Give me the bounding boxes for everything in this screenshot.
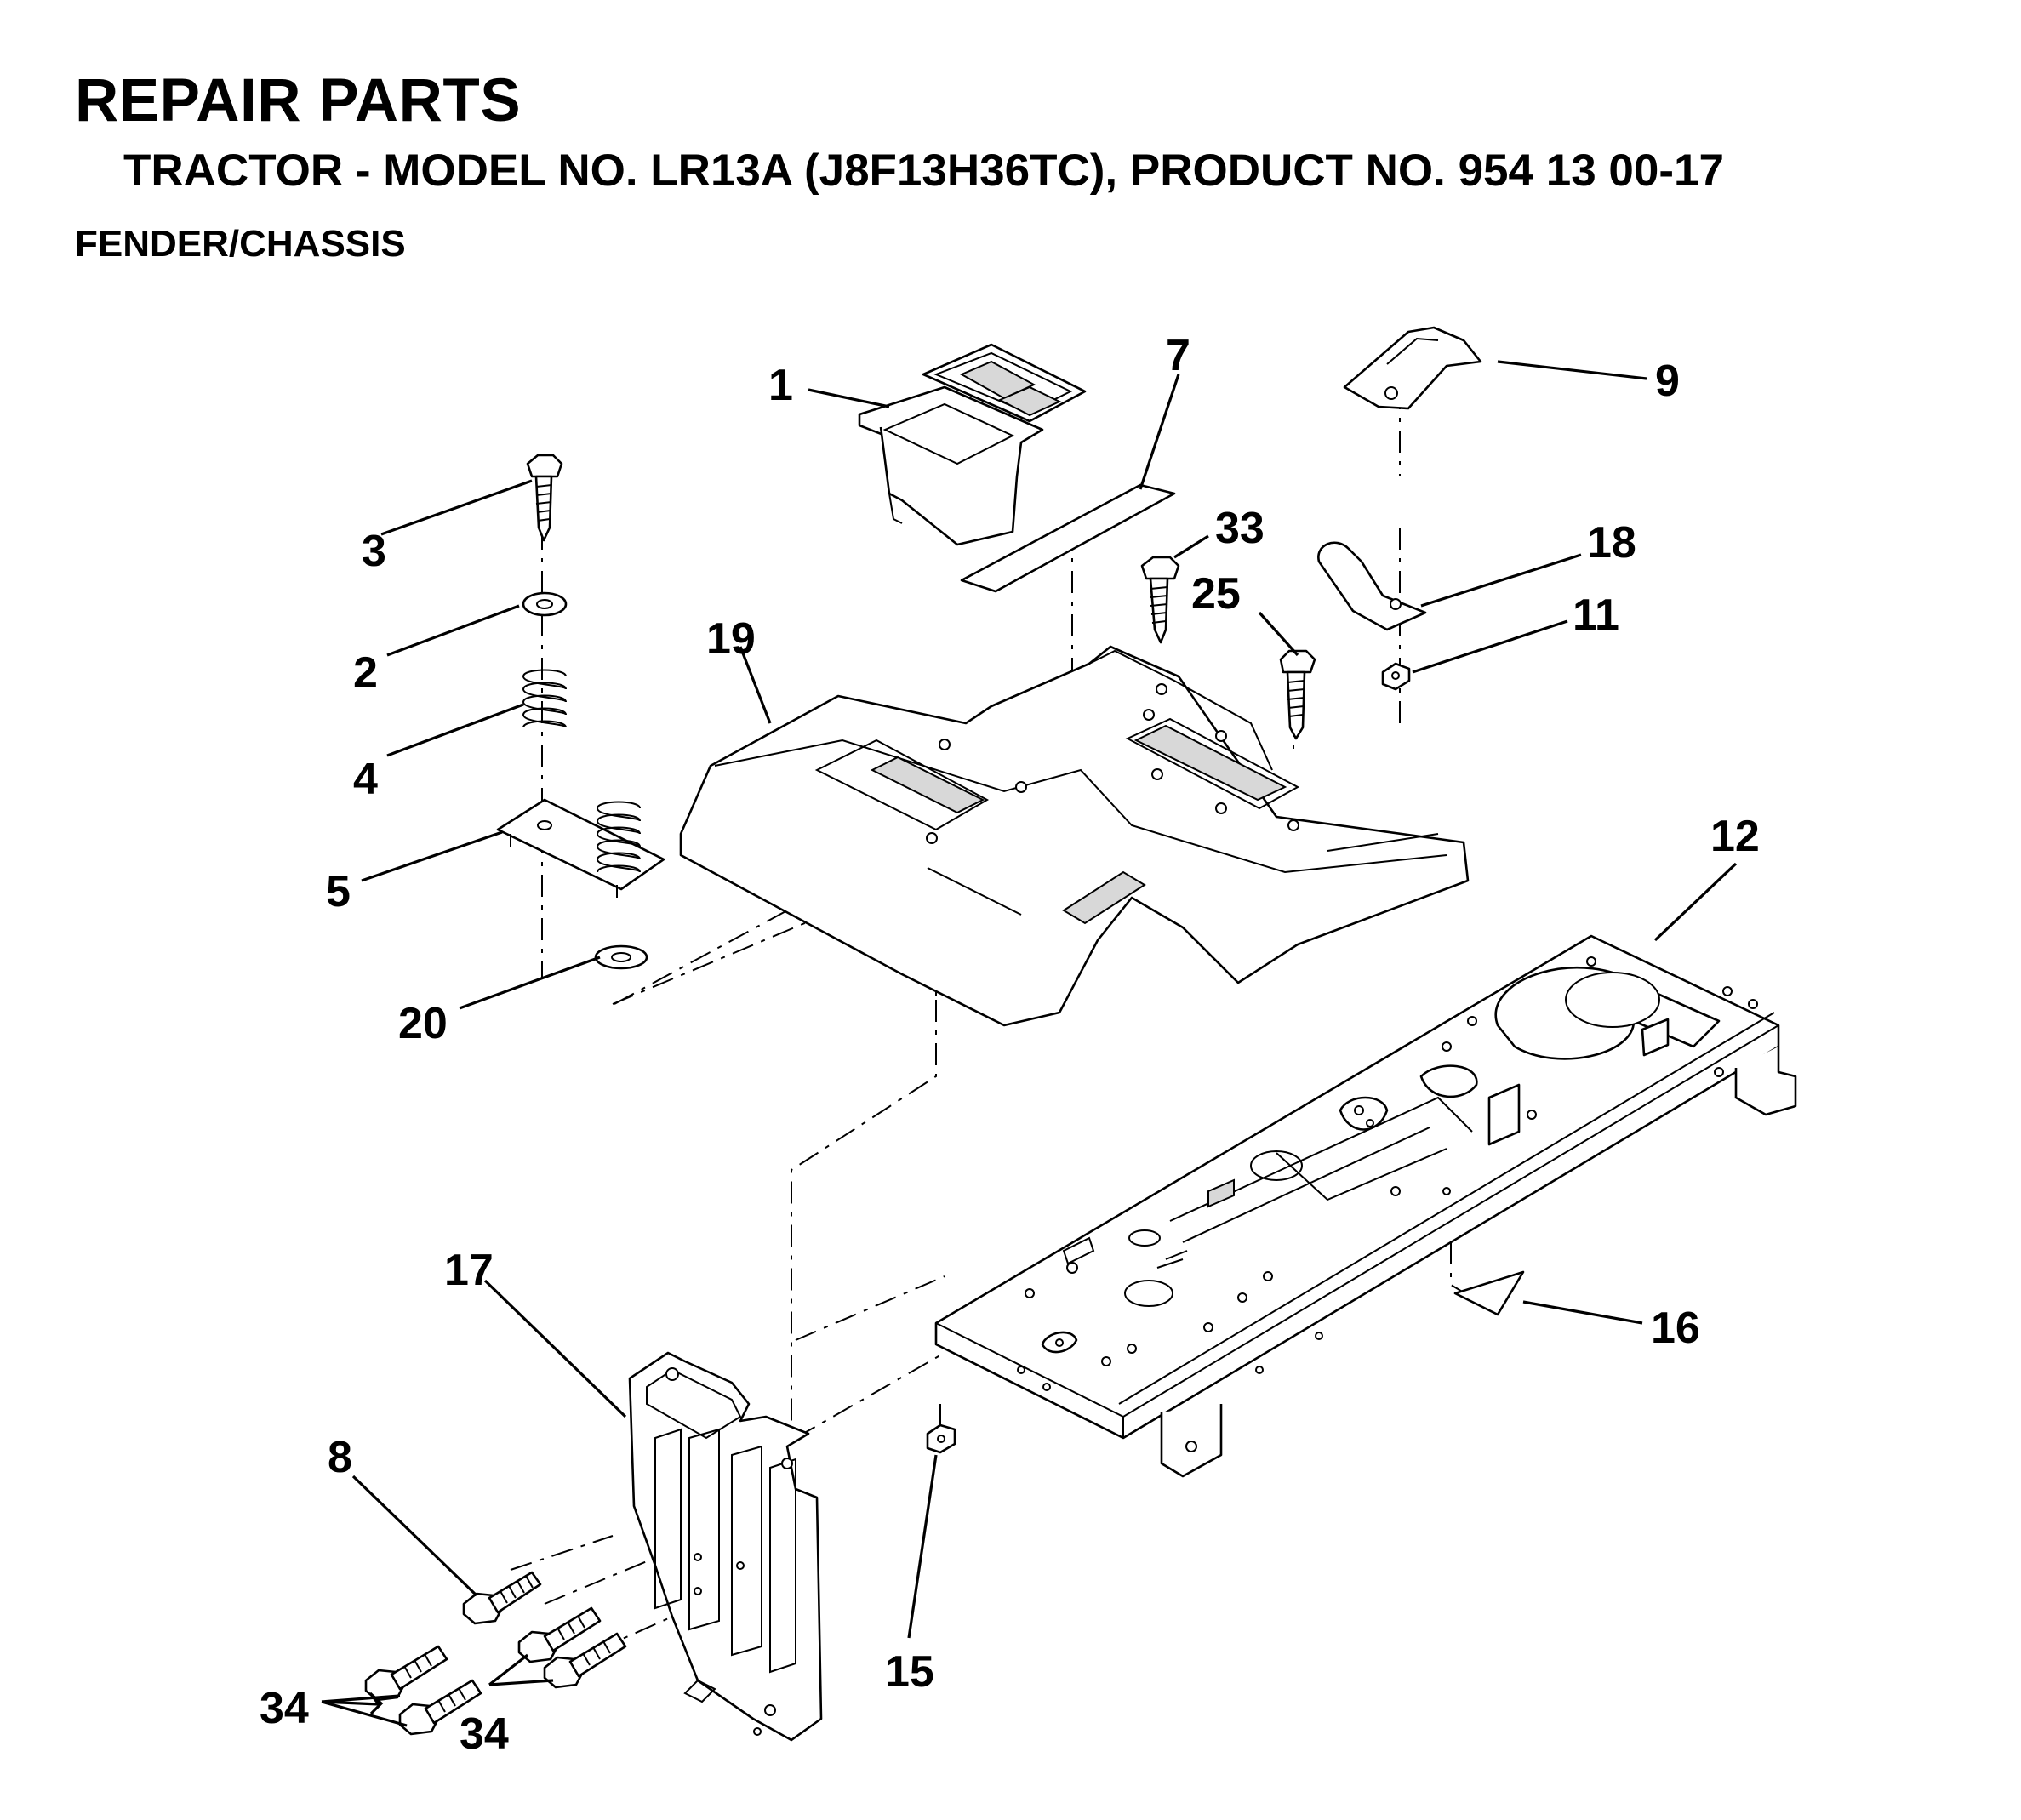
part-34-bolts	[364, 1606, 627, 1736]
part-3-bolt	[526, 454, 563, 542]
callout-25: 25	[1191, 569, 1241, 619]
part-5-plate	[496, 798, 665, 898]
part-19-fender	[679, 645, 1470, 1027]
callout-3: 3	[362, 527, 386, 576]
model-subtitle: TRACTOR - MODEL NO. LR13A (J8F13H36TC), …	[123, 145, 1724, 196]
callout-20: 20	[398, 999, 448, 1048]
callout-7: 7	[1166, 331, 1190, 380]
leader-lines	[321, 360, 1738, 1727]
part-8-bolt	[462, 1571, 542, 1625]
callout-34-right: 34	[460, 1709, 509, 1759]
callout-4: 4	[353, 755, 378, 804]
callout-2: 2	[353, 648, 378, 698]
callout-1: 1	[768, 361, 793, 410]
callout-8: 8	[328, 1433, 352, 1482]
part-33-bolt	[1140, 556, 1180, 644]
part-4-spring	[522, 669, 567, 728]
part-2-washer	[522, 591, 568, 617]
part-20-washer	[594, 944, 648, 970]
part-25-bolt	[1279, 649, 1316, 740]
callout-17: 17	[444, 1246, 494, 1295]
callout-34-left: 34	[260, 1684, 309, 1733]
part-7-decal	[960, 483, 1176, 593]
part-17-bracket-plate	[628, 1351, 823, 1742]
callout-15: 15	[885, 1647, 934, 1697]
page-title: REPAIR PARTS	[75, 67, 522, 134]
callout-5: 5	[326, 867, 351, 916]
part-18-clamp	[1317, 541, 1427, 631]
part-12-chassis-frame	[934, 934, 1797, 1478]
callout-18: 18	[1587, 518, 1636, 568]
part-15-nut	[926, 1423, 956, 1454]
part-1-storage-tray	[858, 343, 1087, 546]
callout-9: 9	[1655, 357, 1680, 406]
part-11-nut	[1381, 662, 1411, 691]
section-heading: FENDER/CHASSIS	[75, 223, 406, 265]
callout-11: 11	[1573, 591, 1619, 640]
callout-33: 33	[1215, 504, 1265, 553]
callout-19: 19	[706, 614, 756, 664]
part-16-clip	[1453, 1270, 1525, 1316]
part-9-bracket	[1343, 326, 1482, 410]
callout-12: 12	[1710, 812, 1760, 861]
callout-16: 16	[1651, 1304, 1700, 1353]
